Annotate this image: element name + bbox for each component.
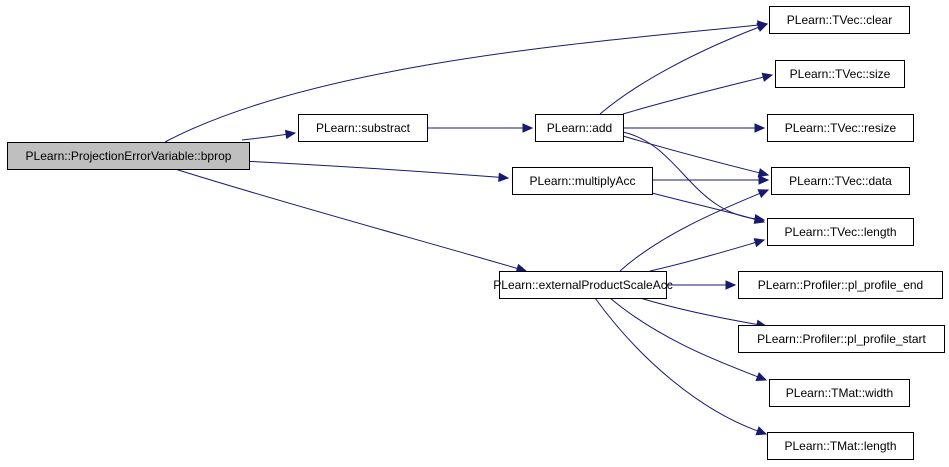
node-box[interactable] <box>7 142 250 170</box>
node-add[interactable]: PLearn::add <box>535 114 624 142</box>
arrowhead-icon <box>761 72 774 82</box>
node-multiply[interactable]: PLearn::multiplyAcc <box>512 167 653 195</box>
node-box[interactable] <box>767 432 914 460</box>
node-label: PLearn::add <box>547 121 612 135</box>
edge-multiply-to-data <box>652 175 770 185</box>
edge-substract-to-add <box>426 123 534 133</box>
node-label: PLearn::substract <box>316 121 411 135</box>
node-label: PLearn::TVec::length <box>784 225 896 239</box>
node-label: PLearn::externalProductScaleAcc <box>493 278 672 292</box>
node-box[interactable] <box>771 167 910 195</box>
node-box[interactable] <box>767 218 914 246</box>
arrowhead-icon <box>758 175 770 185</box>
edge-extprod-to-tmatlength <box>594 297 768 436</box>
arrowhead-icon <box>756 22 769 32</box>
node-box[interactable] <box>775 60 905 88</box>
node-bprop[interactable]: PLearn::ProjectionErrorVariable::bprop <box>7 142 250 170</box>
node-label: PLearn::TVec::clear <box>787 13 892 27</box>
edge-add-to-clear <box>599 22 769 115</box>
edge-add-to-size <box>622 72 774 115</box>
arrowhead-icon <box>754 123 766 133</box>
node-clear[interactable]: PLearn::TVec::clear <box>769 6 910 34</box>
edge-multiply-to-tveclength <box>651 192 766 224</box>
node-substract[interactable]: PLearn::substract <box>298 114 428 142</box>
edge-line <box>622 135 760 174</box>
node-resize[interactable]: PLearn::TVec::resize <box>767 114 914 142</box>
edge-extprod-to-profend <box>666 280 737 290</box>
edge-line <box>622 76 764 115</box>
arrowhead-icon <box>522 123 534 133</box>
node-layer: PLearn::ProjectionErrorVariable::bpropPL… <box>7 6 945 460</box>
edge-line <box>651 192 756 220</box>
node-label: PLearn::TMat::width <box>786 386 893 400</box>
edge-layer <box>164 20 774 436</box>
node-tveclength[interactable]: PLearn::TVec::length <box>767 218 914 246</box>
node-label: PLearn::TMat::length <box>784 439 896 453</box>
node-box[interactable] <box>499 271 667 299</box>
arrowhead-icon <box>757 189 770 199</box>
node-size[interactable]: PLearn::TVec::size <box>775 60 905 88</box>
edge-line <box>241 133 287 141</box>
node-box[interactable] <box>512 167 653 195</box>
arrowhead-icon <box>757 168 770 178</box>
node-profstart[interactable]: PLearn::Profiler::pl_profile_start <box>738 325 945 353</box>
arrowhead-icon <box>725 280 737 290</box>
edge-line <box>241 160 500 178</box>
edge-extprod-to-data <box>619 189 770 272</box>
edge-bprop-to-extprod <box>174 168 528 273</box>
node-profend[interactable]: PLearn::Profiler::pl_profile_end <box>738 271 943 299</box>
edge-line <box>594 297 758 432</box>
arrowhead-icon <box>498 172 510 183</box>
node-box[interactable] <box>767 114 914 142</box>
edge-extprod-to-width <box>609 297 768 381</box>
arrowhead-icon <box>755 372 768 381</box>
arrowhead-icon <box>755 426 768 436</box>
node-label: PLearn::TVec::size <box>790 67 891 81</box>
node-box[interactable] <box>298 114 428 142</box>
arrowhead-icon <box>753 238 766 248</box>
edge-extprod-to-tveclength <box>649 238 766 272</box>
node-width[interactable]: PLearn::TMat::width <box>769 379 910 407</box>
node-label: PLearn::Profiler::pl_profile_end <box>758 278 923 292</box>
arrowhead-icon <box>284 129 297 140</box>
node-label: PLearn::ProjectionErrorVariable::bprop <box>26 149 232 163</box>
edge-add-to-data <box>622 135 770 178</box>
node-label: PLearn::Profiler::pl_profile_start <box>757 332 926 346</box>
node-label: PLearn::multiplyAcc <box>529 174 635 188</box>
node-box[interactable] <box>769 6 910 34</box>
node-tmatlength[interactable]: PLearn::TMat::length <box>767 432 914 460</box>
edge-extprod-to-profstart <box>639 297 768 330</box>
edge-line <box>609 297 758 378</box>
edge-line <box>164 24 759 143</box>
node-box[interactable] <box>535 114 624 142</box>
edge-line <box>619 193 760 272</box>
node-box[interactable] <box>738 271 943 299</box>
node-box[interactable] <box>769 379 910 407</box>
edge-bprop-to-clear <box>164 20 769 143</box>
node-label: PLearn::TVec::data <box>789 174 892 188</box>
edge-line <box>599 26 759 115</box>
arrowhead-icon <box>753 214 766 224</box>
edge-line <box>649 242 756 272</box>
edge-line <box>639 297 758 325</box>
node-extprod[interactable]: PLearn::externalProductScaleAcc <box>493 271 673 299</box>
edge-add-to-resize <box>623 123 766 133</box>
node-label: PLearn::TVec::resize <box>785 121 897 135</box>
node-data[interactable]: PLearn::TVec::data <box>771 167 910 195</box>
edge-bprop-to-substract <box>241 129 297 141</box>
edge-line <box>174 168 518 269</box>
edge-bprop-to-multiply <box>241 160 510 183</box>
node-box[interactable] <box>738 325 945 353</box>
